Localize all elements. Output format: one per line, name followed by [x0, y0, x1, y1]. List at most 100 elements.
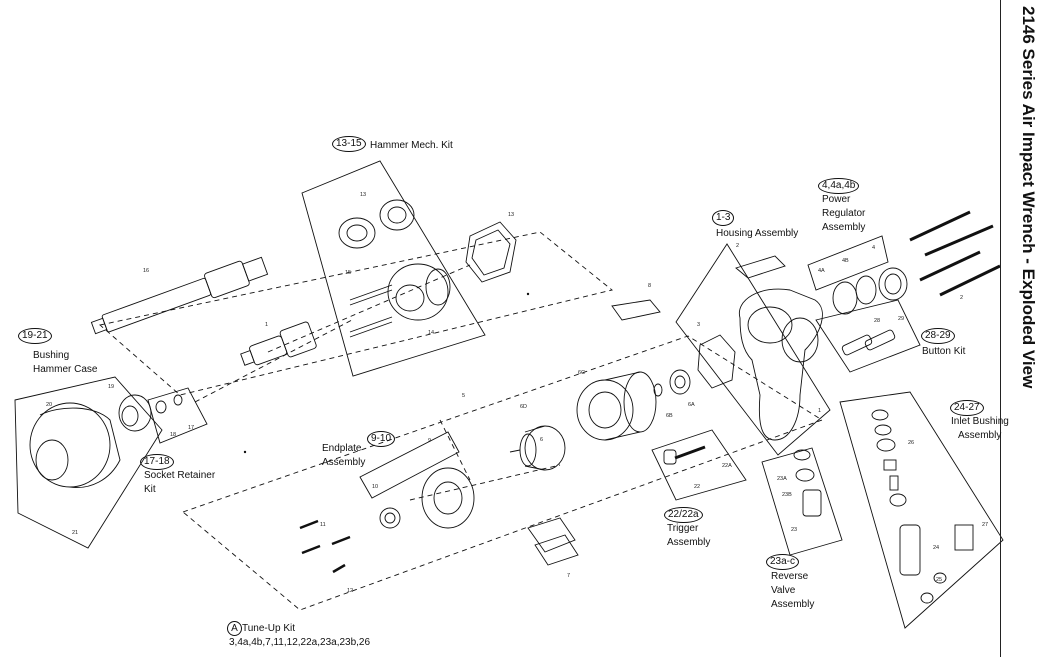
- bushing: [118, 394, 152, 432]
- kit-label-socket-retainer-2: Kit: [144, 484, 156, 495]
- part-number: 6B: [666, 413, 673, 419]
- kit-label-power-regulator-3: Assembly: [822, 222, 866, 233]
- button-b: [864, 329, 896, 351]
- kit-number-housing: 1-3: [712, 210, 735, 226]
- part-number: 23A: [777, 476, 787, 482]
- part-number: 8: [648, 283, 652, 289]
- part-number: 6: [540, 437, 544, 443]
- screw-c: [331, 535, 351, 546]
- kit-number-button: 28-29: [921, 328, 955, 344]
- part-number: 6D: [520, 404, 528, 410]
- dashed-group-motor: [182, 335, 824, 611]
- part-number: 1: [818, 408, 822, 414]
- retainer-o-ring: [173, 394, 183, 406]
- kit-label-reverse-valve-3: Assembly: [771, 599, 815, 610]
- small-plate: [735, 255, 786, 279]
- kit-label-inlet-bushing-2: Assembly: [958, 430, 1002, 441]
- rotor: [509, 425, 566, 471]
- part-number: 4B: [842, 258, 849, 264]
- part-number: 13: [360, 192, 367, 198]
- kit-box-hammer-case: [14, 376, 163, 549]
- part-number: 10: [372, 484, 379, 490]
- kit-label-reverse-valve-2: Valve: [771, 585, 796, 596]
- part-number: 22: [694, 484, 701, 490]
- kit-label-trigger-1: Trigger: [667, 523, 699, 534]
- part-number: 4A: [818, 268, 825, 274]
- part-number: 6C: [578, 370, 586, 376]
- part-number: 2: [960, 295, 964, 301]
- kit-label-hammer-case-2: Hammer Case: [33, 364, 98, 375]
- kit-number-endplate: 9-10: [367, 431, 396, 447]
- part-number: 25: [936, 577, 943, 583]
- dashed-group-hammer: [99, 231, 613, 396]
- reverse-valve: [802, 489, 822, 517]
- part-number: 20: [46, 402, 53, 408]
- tuneup-label: Tune-Up Kit: [242, 623, 295, 634]
- part-number: 3: [697, 322, 701, 328]
- hammer-part-b: [379, 199, 415, 231]
- part-number: 27: [982, 522, 989, 528]
- short-anvil: [240, 321, 317, 366]
- part-number: 2: [736, 243, 740, 249]
- kit-box-socket-retainer: [147, 387, 208, 444]
- kit-label-power-regulator-1: Power: [822, 194, 851, 205]
- kit-label-inlet-bushing-1: Inlet Bushing: [951, 416, 1009, 427]
- kit-label-reverse-valve-1: Reverse: [771, 571, 809, 582]
- kit-box-hammer-mech: [301, 160, 486, 377]
- screw-a: [299, 519, 319, 530]
- part-number: 15: [345, 270, 352, 276]
- hammer-part-a: [338, 217, 376, 249]
- kit-number-trigger: 22/22a: [664, 507, 703, 523]
- kit-number-reverse-valve: 23a-c: [766, 554, 800, 570]
- kit-label-trigger-2: Assembly: [667, 537, 711, 548]
- kit-box-endplate: [359, 431, 460, 499]
- kit-label-hammer-case-1: Bushing: [33, 350, 70, 361]
- part-number: 17: [188, 425, 195, 431]
- part-number: 1: [265, 322, 269, 328]
- part-number: 12: [347, 588, 354, 594]
- part-number: 11: [320, 522, 326, 528]
- kit-box-inlet-bushing: [839, 391, 1004, 629]
- trigger-pin: [674, 445, 706, 460]
- screw-b: [301, 544, 321, 555]
- part-number: 4: [872, 245, 876, 251]
- regulator-knob: [878, 267, 908, 301]
- endplate: [421, 467, 475, 529]
- retainer-ring: [155, 400, 167, 414]
- part-number: 28: [874, 318, 881, 324]
- part-number: 18: [170, 432, 177, 438]
- part-number: 24: [933, 545, 940, 551]
- vanes: [527, 517, 576, 553]
- part-number: 14: [428, 330, 435, 336]
- hammer-case: [29, 402, 121, 488]
- part-number: 5: [462, 393, 466, 399]
- part-number: 26: [908, 440, 915, 446]
- endplate-bearing: [379, 507, 401, 529]
- kit-box-housing: [675, 243, 831, 456]
- part-number: 23B: [782, 492, 792, 498]
- kit-label-hammer-mech: Hammer Mech. Kit: [370, 140, 453, 151]
- kit-label-button: Button Kit: [922, 346, 966, 357]
- screw-d: [332, 563, 346, 574]
- kit-number-hammer-mech: 13-15: [332, 136, 366, 152]
- inlet-clip: [954, 524, 974, 551]
- diagram-title: 2146 Series Air Impact Wrench - Exploded…: [1019, 6, 1038, 389]
- housing-gasket: [697, 334, 736, 389]
- part-number: 23: [791, 527, 798, 533]
- part-number: 21: [72, 530, 79, 536]
- part-number: 22A: [722, 463, 732, 469]
- anvil-shaft: [90, 256, 269, 335]
- kit-box-button: [815, 299, 921, 373]
- part-number: 7: [567, 573, 571, 579]
- kit-number-hammer-case: 19-21: [18, 328, 52, 344]
- part-number: 16: [143, 268, 150, 274]
- diagram-title-container: 2146 Series Air Impact Wrench - Exploded…: [1012, 6, 1044, 388]
- part-number: 29: [898, 316, 905, 322]
- kit-box-power-regulator: [807, 235, 889, 291]
- inlet-bushing: [899, 524, 921, 576]
- kit-number-power-regulator: 4,4a,4b: [818, 178, 860, 194]
- part-number: 19: [108, 384, 115, 390]
- gasket: [465, 221, 517, 283]
